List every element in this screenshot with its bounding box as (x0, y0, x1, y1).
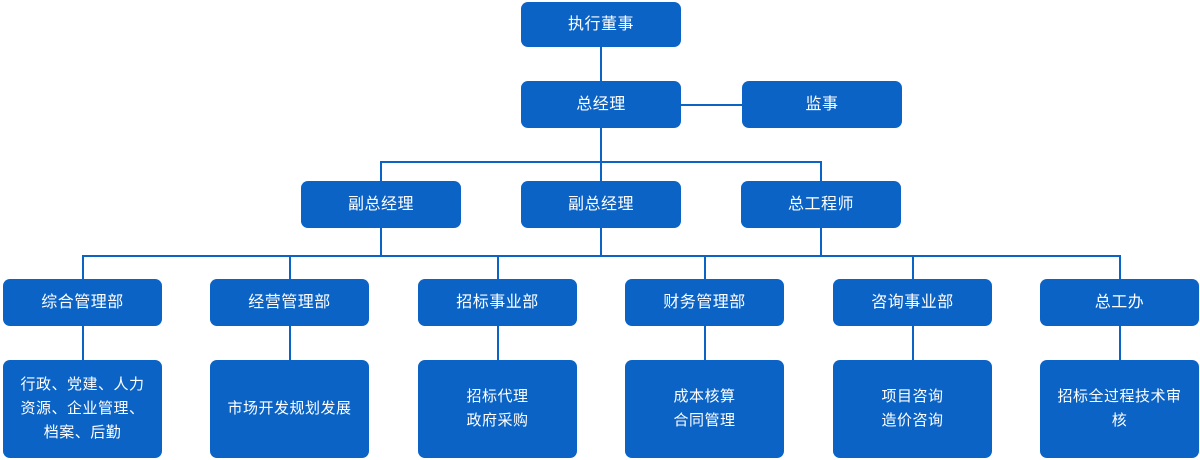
node-department-2-functions[interactable]: 市场开发规划发展 (210, 360, 369, 458)
connector-gm-drop (600, 128, 602, 162)
node-label: 副总经理 (567, 195, 634, 213)
node-label: 市场开发规划发展 (227, 400, 352, 417)
connector-bus-to-chief-engineer (820, 161, 822, 181)
node-label: 招标全过程技术审核 (1057, 388, 1182, 429)
connector-deputy-1-drop (380, 228, 382, 256)
node-label: 总经理 (576, 95, 626, 113)
node-department-1-functions[interactable]: 行政、党建、人力资源、企业管理、档案、后勤 (3, 360, 162, 458)
node-chief-engineer[interactable]: 总工程师 (741, 181, 901, 228)
node-deputy-general-manager-2[interactable]: 副总经理 (521, 181, 681, 228)
connector-bus-to-department-1 (82, 255, 84, 279)
connector-department-6-to-functions (1119, 326, 1121, 360)
node-label: 监事 (805, 95, 839, 113)
node-executive-director[interactable]: 执行董事 (521, 2, 681, 47)
node-label: 副总经理 (347, 195, 414, 213)
connector-bus-to-department-2 (289, 255, 291, 279)
node-deputy-general-manager-1[interactable]: 副总经理 (301, 181, 461, 228)
connector-bus-to-department-4 (704, 255, 706, 279)
node-department-4-functions[interactable]: 成本核算 合同管理 (625, 360, 784, 458)
node-department-5-functions[interactable]: 项目咨询 造价咨询 (833, 360, 992, 458)
connector-department-3-to-functions (497, 326, 499, 360)
connector-department-1-to-functions (82, 326, 84, 360)
node-label: 咨询事业部 (871, 293, 954, 311)
node-department-3-functions[interactable]: 招标代理 政府采购 (418, 360, 577, 458)
connector-deputy-2-drop (600, 228, 602, 256)
node-general-manager[interactable]: 总经理 (521, 81, 681, 128)
connector-bus-to-department-6 (1119, 255, 1121, 279)
node-label: 综合管理部 (41, 293, 124, 311)
node-label: 项目咨询 造价咨询 (881, 388, 944, 429)
node-department-1[interactable]: 综合管理部 (3, 279, 162, 326)
node-supervisor[interactable]: 监事 (742, 81, 902, 128)
node-department-4[interactable]: 财务管理部 (625, 279, 784, 326)
node-label: 总工办 (1094, 293, 1145, 311)
connector-department-2-to-functions (289, 326, 291, 360)
connector-gm-to-supervisor (681, 104, 742, 106)
connector-department-5-to-functions (912, 326, 914, 360)
node-label: 招标代理 政府采购 (466, 388, 529, 429)
connector-department-bus (82, 255, 1121, 257)
node-department-2[interactable]: 经营管理部 (210, 279, 369, 326)
node-label: 经营管理部 (248, 293, 331, 311)
connector-bus-to-department-3 (497, 255, 499, 279)
connector-bus-to-deputy-2 (600, 161, 602, 181)
node-label: 行政、党建、人力资源、企业管理、档案、后勤 (20, 376, 145, 441)
connector-chief-engineer-drop (820, 228, 822, 256)
node-label: 财务管理部 (663, 293, 746, 311)
node-department-6-functions[interactable]: 招标全过程技术审核 (1040, 360, 1199, 458)
node-label: 执行董事 (567, 15, 634, 33)
node-department-3[interactable]: 招标事业部 (418, 279, 577, 326)
node-department-6[interactable]: 总工办 (1040, 279, 1199, 326)
connector-bus-to-deputy-1 (380, 161, 382, 181)
node-label: 成本核算 合同管理 (673, 388, 736, 429)
node-department-5[interactable]: 咨询事业部 (833, 279, 992, 326)
connector-department-4-to-functions (704, 326, 706, 360)
connector-bus-to-department-5 (912, 255, 914, 279)
connector-director-to-gm (600, 47, 602, 81)
node-label: 总工程师 (787, 195, 854, 213)
node-label: 招标事业部 (456, 293, 539, 311)
